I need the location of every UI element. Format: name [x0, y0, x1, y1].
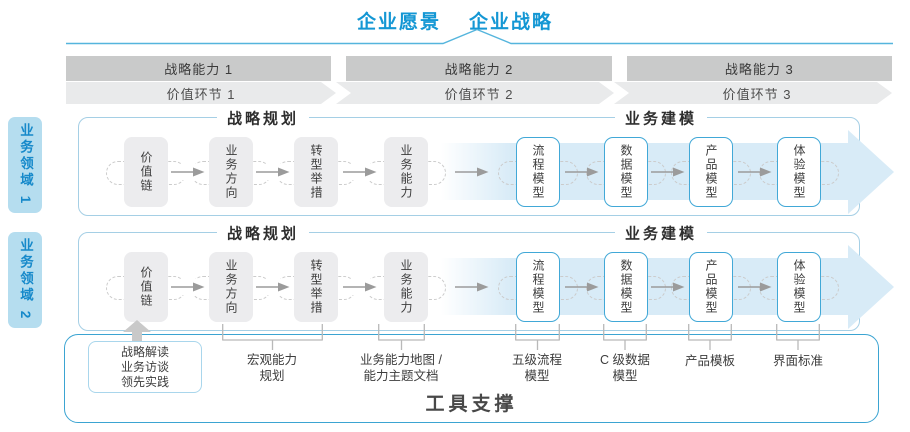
process-model-note: 五级流程 模型	[511, 353, 563, 383]
right-arrow-icon	[171, 282, 205, 292]
bracket-connector	[515, 324, 560, 350]
domain-row-1: 战略规划 业务建模 价值链 业务方向 转型举措 业务能力 流程模型 数据模型 产…	[78, 107, 894, 216]
bracket-connector	[603, 324, 647, 350]
process-model-box: 流程模型	[516, 137, 560, 207]
capability-segment-1: 战略能力 1	[66, 56, 332, 81]
practice-note-box: 战略解读 业务访谈 领先实践	[88, 341, 202, 393]
right-arrow-icon	[343, 282, 377, 292]
value-segment-3: 价值环节 3	[614, 82, 892, 104]
experience-model-box: 体验模型	[777, 137, 821, 207]
domain-label: 业务领域 2	[18, 238, 33, 322]
strategy-title: 企业战略	[469, 12, 554, 33]
business-direction-box: 业务方向	[209, 252, 253, 322]
strategic-capability-band: 战略能力 1 战略能力 2 战略能力 3	[66, 56, 892, 81]
bracket-connector	[776, 324, 820, 350]
value-chain-box: 价值链	[124, 252, 168, 322]
capability-map-note: 业务能力地图 / 能力主题文档	[360, 353, 442, 383]
business-domain-tab-1: 业务领域 1	[8, 117, 42, 213]
data-model-note: C 级数据 模型	[599, 353, 651, 383]
flow-arrow-head	[848, 130, 894, 214]
value-segment-2: 价值环节 2	[336, 82, 614, 104]
bracket-connector	[378, 324, 425, 350]
title-connector-line	[66, 28, 893, 45]
process-model-box: 流程模型	[516, 252, 560, 322]
experience-model-box: 体验模型	[777, 252, 821, 322]
transformation-initiative-box: 转型举措	[294, 252, 338, 322]
tool-support-label: 工具支撑	[425, 394, 518, 415]
right-arrow-icon	[256, 167, 290, 177]
transformation-initiative-box: 转型举措	[294, 137, 338, 207]
product-template-note: 产品模板	[684, 354, 736, 368]
right-arrow-icon	[565, 167, 599, 177]
bracket-connector	[222, 324, 323, 350]
capability-segment-3: 战略能力 3	[626, 56, 892, 81]
planning-section-header: 战略规划	[216, 222, 310, 244]
ui-standard-note: 界面标准	[772, 354, 824, 368]
domain-label: 业务领域 1	[18, 123, 33, 207]
value-segment-1: 价值环节 1	[66, 82, 336, 104]
right-arrow-icon	[565, 282, 599, 292]
tool-support-container: 工具支撑	[64, 334, 879, 423]
up-arrow-icon	[123, 320, 151, 343]
domain-row-2: 战略规划 业务建模 价值链 业务方向 转型举措 业务能力 流程模型 数据模型 产…	[78, 222, 894, 331]
right-arrow-icon	[256, 282, 290, 292]
vision-title: 企业愿景	[356, 12, 441, 33]
right-arrow-icon	[738, 282, 772, 292]
product-model-box: 产品模型	[689, 137, 733, 207]
business-direction-box: 业务方向	[209, 137, 253, 207]
right-arrow-icon	[738, 167, 772, 177]
page-title: 企业愿景 企业战略	[0, 7, 910, 34]
product-model-box: 产品模型	[689, 252, 733, 322]
data-model-box: 数据模型	[604, 252, 648, 322]
planning-section-header: 战略规划	[216, 107, 310, 129]
capability-segment-2: 战略能力 2	[346, 56, 612, 81]
right-arrow-icon	[455, 282, 489, 292]
bracket-connector	[688, 324, 732, 350]
value-chain-band: 价值环节 1 价值环节 2 价值环节 3	[66, 82, 892, 104]
business-capability-box: 业务能力	[384, 137, 428, 207]
business-domain-tab-2: 业务领域 2	[8, 232, 42, 328]
right-arrow-icon	[651, 167, 685, 177]
right-arrow-icon	[651, 282, 685, 292]
modeling-section-header: 业务建模	[614, 107, 708, 129]
modeling-section-header: 业务建模	[614, 222, 708, 244]
data-model-box: 数据模型	[604, 137, 648, 207]
value-chain-box: 价值链	[124, 137, 168, 207]
right-arrow-icon	[455, 167, 489, 177]
right-arrow-icon	[343, 167, 377, 177]
flow-arrow-head	[848, 245, 894, 329]
macro-capability-note: 宏观能力 规划	[246, 353, 298, 383]
right-arrow-icon	[171, 167, 205, 177]
business-capability-box: 业务能力	[384, 252, 428, 322]
